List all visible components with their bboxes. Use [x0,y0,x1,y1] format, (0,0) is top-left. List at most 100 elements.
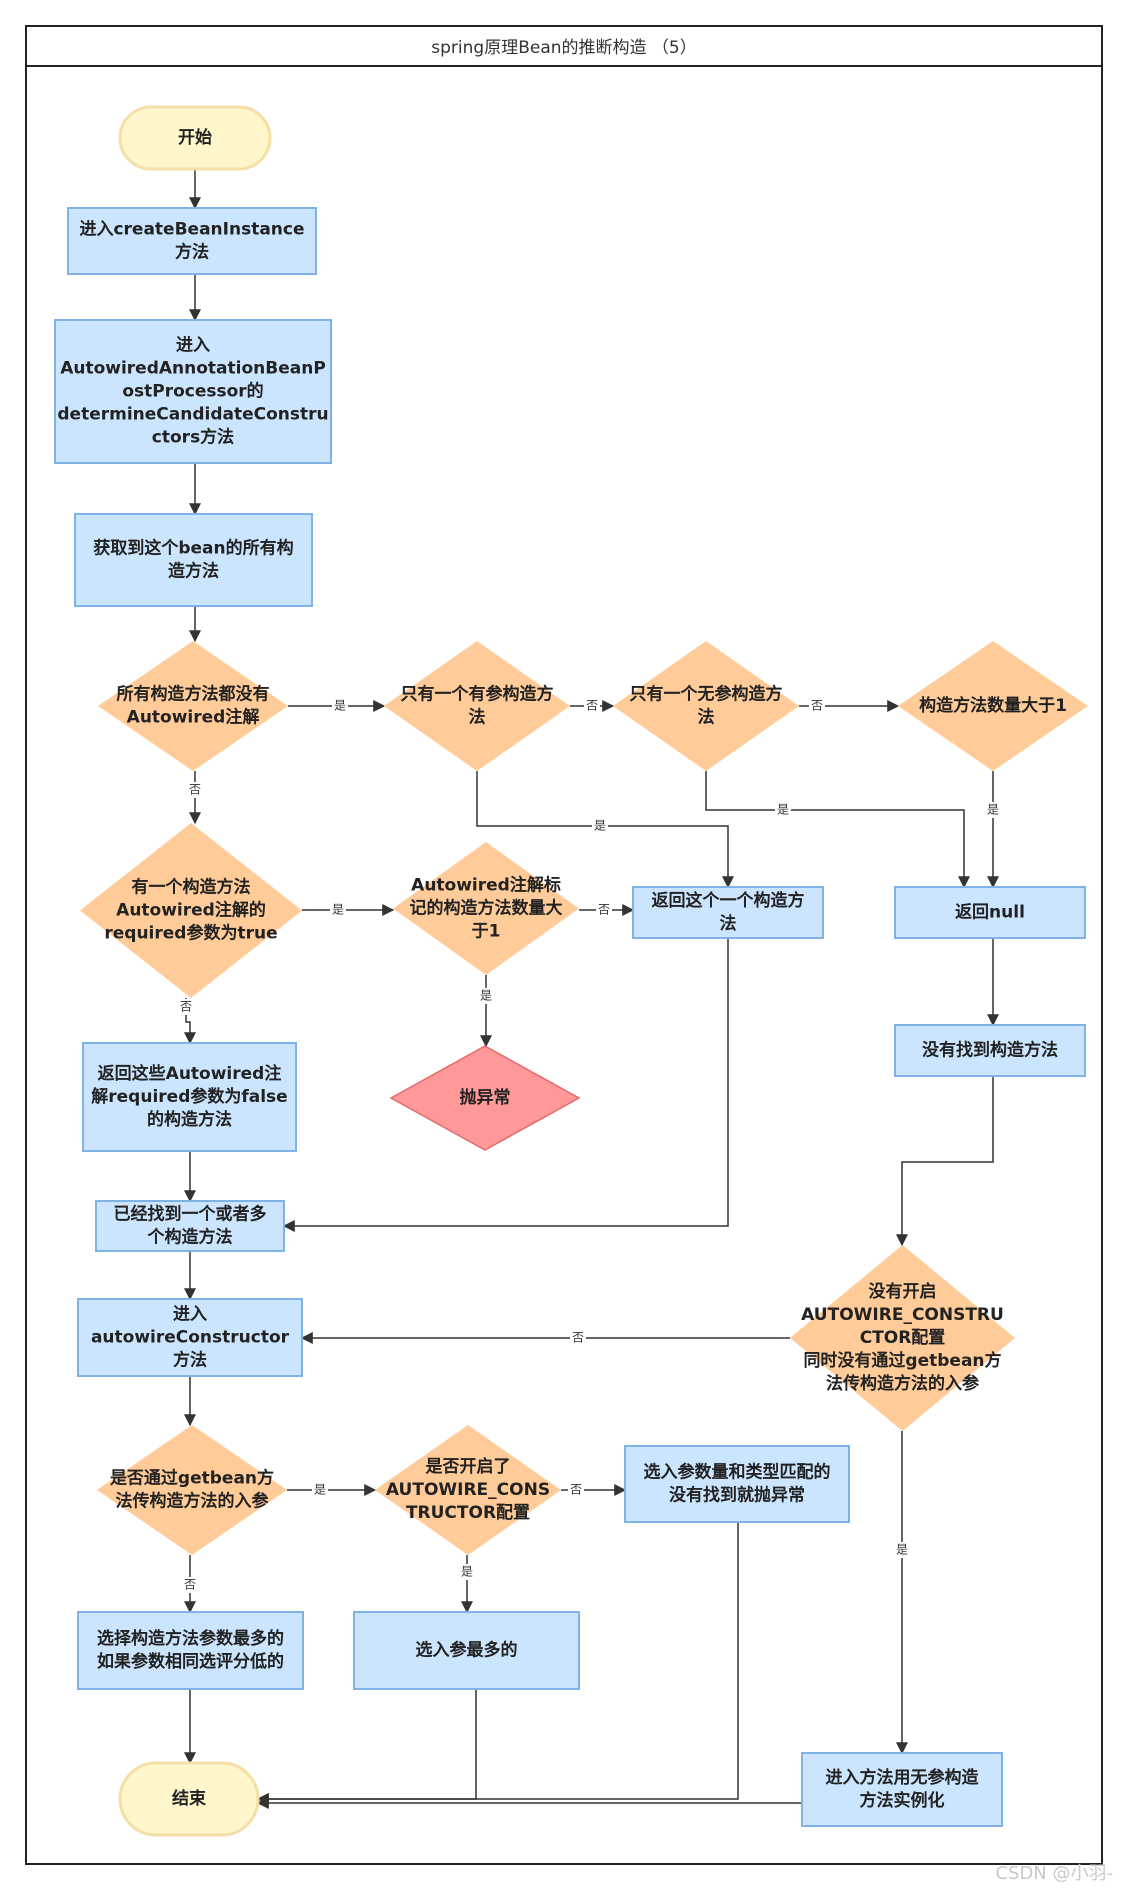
node-label-line: 获取到这个bean的所有构 [93,538,293,559]
terminal-box [118,1761,260,1837]
node-label-line: TRUCTOR配置 [406,1503,530,1523]
node-label-line: 选入参数量和类型匹配的 [644,1462,831,1483]
node-label-line: 返回这些Autowired注 [98,1063,282,1084]
node-label-line: 个构造方法 [147,1227,233,1248]
edge-label-bg [478,988,494,1004]
watermark: CSDN @小羽- [995,1863,1113,1884]
node-end: 结束 [118,1761,260,1837]
diagram-title: spring原理Bean的推断构造 （5） [25,25,1103,67]
node-label-line: AutowiredAnnotationBeanP [60,359,326,379]
edge-arrow [282,938,729,1232]
process-box [95,1200,285,1252]
node-label-line: 选择构造方法参数最多的 [97,1628,284,1649]
process-box [54,319,332,464]
node-label-line: autowireConstructor [91,1328,290,1348]
node-label-line: 于1 [472,922,501,942]
node-label-line: 返回null [955,903,1025,923]
node-select-most-params: 选入参最多的 [353,1611,580,1690]
edge-label-bg [985,802,1001,818]
edge-label-yes: 是 [314,1483,326,1497]
process-box [353,1611,580,1690]
decision-diamond [375,1425,561,1555]
edge-label-bg [570,1330,586,1346]
edge-label-yes: 是 [334,699,346,713]
edge-label-bg [592,818,608,834]
edge-label-bg [187,782,203,798]
node-label-line: 如果参数相同选评分低的 [97,1651,284,1672]
terminal-box [118,105,272,171]
process-box [632,886,824,939]
edge-label-no: 否 [189,783,201,797]
node-label-line: 法 [698,707,715,728]
edge-arrow [705,771,970,889]
edge-label-no: 否 [570,1483,582,1497]
node-not-found: 没有找到构造方法 [894,1024,1086,1077]
node-label-line: 没有找到构造方法 [922,1040,1058,1061]
node-label-line: 记的构造方法数量大 [410,898,563,919]
node-d-count-gt1: 构造方法数量大于1 [898,641,1088,771]
node-label-line: 法 [469,707,486,728]
node-enter-determine: 进入AutowiredAnnotationBeanPostProcessor的d… [54,319,332,464]
node-label-line: 没有找到就抛异常 [669,1485,805,1506]
node-label-line: ctors方法 [152,427,234,448]
decision-diamond [613,641,799,771]
node-label-line: 法传构造方法的入参 [116,1491,269,1512]
node-label-line: CTOR配置 [860,1328,946,1348]
node-label-line: 进入 [176,336,210,356]
node-label-line: 方法实例化 [860,1790,945,1811]
edge-label-yes: 是 [461,1565,473,1579]
node-label-line: 方法 [175,242,209,263]
edge-label-no: 否 [598,903,610,917]
edge-label-bg [459,1564,475,1580]
node-label-line: required参数为true [104,923,277,944]
diagram-frame [25,25,1103,1865]
node-label-line: 构造方法数量大于1 [919,695,1067,716]
decision-diamond [790,1245,1015,1431]
process-box [894,886,1086,939]
process-box [82,1042,297,1152]
node-label-line: 只有一个无参构造方 [630,684,783,705]
edge-label-no: 否 [572,1331,584,1345]
node-start: 开始 [118,105,272,171]
node-label-line: 进入方法用无参构造 [826,1767,980,1788]
process-box [894,1024,1086,1077]
node-label-line: 进入 [173,1305,207,1325]
node-label-line: 是否通过getbean方 [110,1468,274,1489]
edge-label-bg [332,698,348,714]
node-label-line: 进入createBeanInstance [79,220,304,240]
node-label-line: 有一个构造方法 [132,877,251,898]
edge-label-bg [330,902,346,918]
edge-label-yes: 是 [987,803,999,817]
edge-label-bg [182,1577,198,1593]
process-box [74,513,313,607]
node-label-line: AUTOWIRE_CONS [386,1480,550,1500]
edge-label-yes: 是 [480,989,492,1003]
process-box [77,1298,303,1377]
edge-label-bg [584,698,600,714]
edge-label-no: 否 [586,699,598,713]
decision-diamond [393,842,579,975]
node-label-line: 没有开启 [869,1281,937,1302]
edge-label-yes: 是 [332,903,344,917]
edge-label-bg [775,802,791,818]
node-label-line: Autowired注解 [127,707,260,728]
node-label-line: 是否开启了 [426,1456,511,1477]
node-d-autowire-enabled: 是否开启了 AUTOWIRE_CONS TRUCTOR配置 [375,1425,561,1555]
edge-label-bg [568,1482,584,1498]
node-label-line: 结束 [172,1788,206,1809]
edge-label-bg [312,1482,328,1498]
node-label-line: 造方法 [168,561,219,582]
